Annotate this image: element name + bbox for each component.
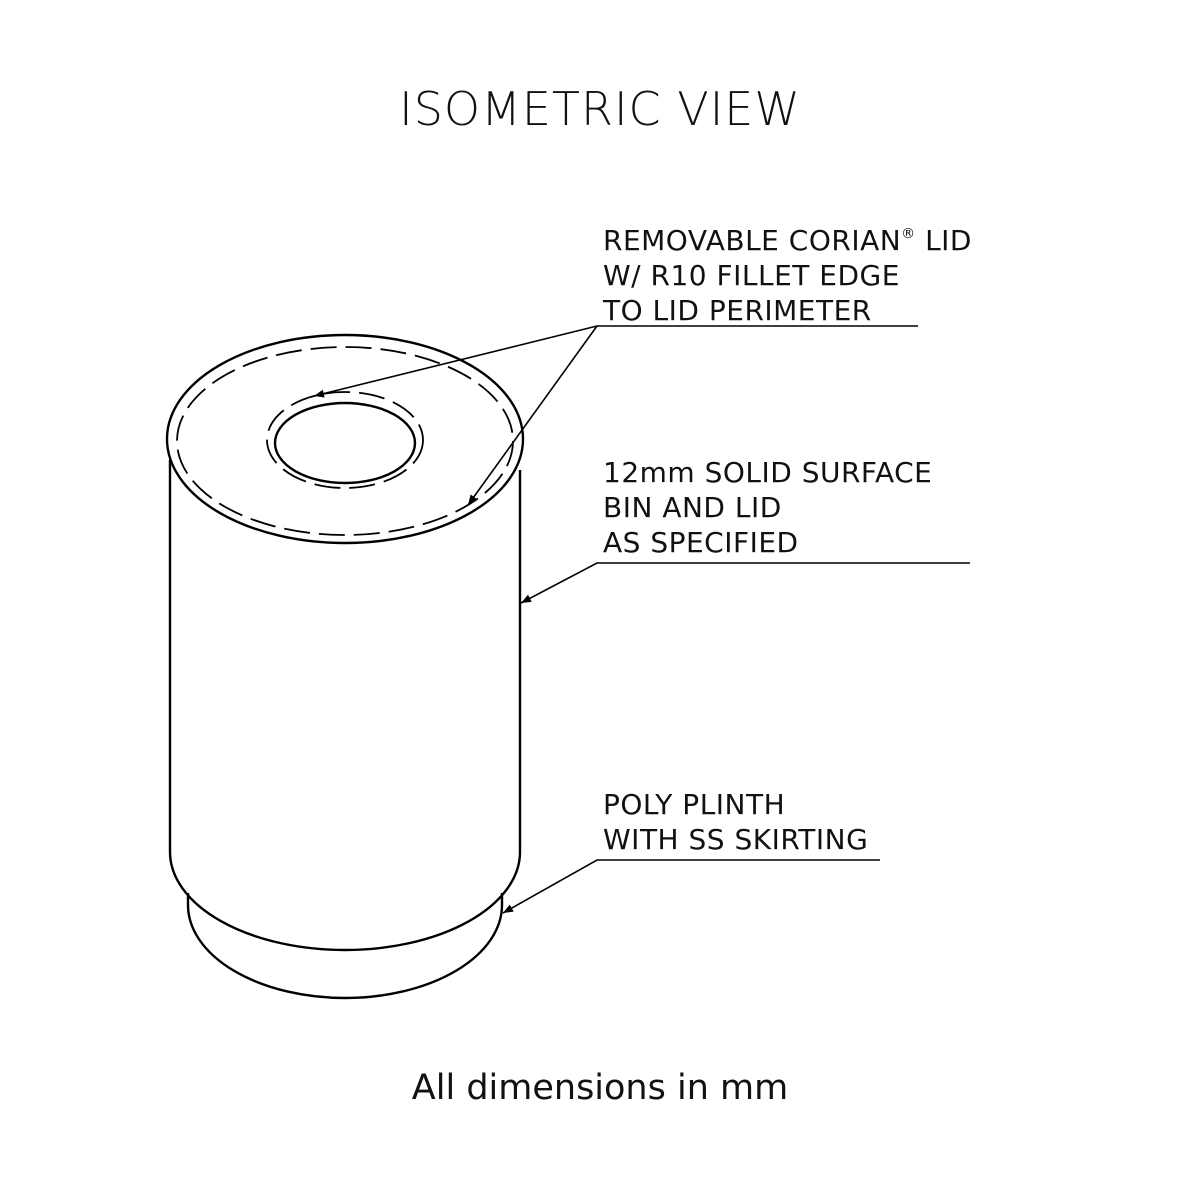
note-line: REMOVABLE CORIAN — [603, 224, 902, 257]
leader-lid-edge — [467, 325, 598, 506]
lid-fillet-edge — [176, 346, 514, 536]
registered-mark: ® — [901, 226, 916, 242]
lid-hole — [273, 401, 417, 485]
note-plinth: POLY PLINTH WITH SS SKIRTING — [603, 787, 868, 857]
lid-hole-fillet — [266, 391, 424, 489]
note-line: BIN AND LID — [603, 491, 782, 524]
note-line: W/ R10 FILLET EDGE — [603, 259, 900, 292]
dimensions-note: All dimensions in mm — [411, 1068, 789, 1108]
bin-body — [168, 460, 522, 952]
lid-top — [165, 333, 525, 545]
leader-lid — [313, 325, 918, 398]
leader-surface — [520, 562, 970, 604]
note-surface: 12mm SOLID SURFACE BIN AND LID AS SPECIF… — [603, 455, 932, 560]
leaders — [313, 325, 970, 914]
note-line: TO LID PERIMETER — [603, 294, 872, 327]
note-line: WITH SS SKIRTING — [603, 823, 869, 856]
note-line: POLY PLINTH — [603, 788, 786, 821]
note-line: 12mm SOLID SURFACE — [603, 456, 933, 489]
leader-plinth — [502, 859, 880, 914]
drawing-title: ISOMETRIC VIEW — [399, 82, 801, 136]
plinth — [186, 893, 504, 1000]
note-lid: REMOVABLE CORIAN® LID W/ R10 FILLET EDGE… — [603, 217, 972, 328]
note-line-tail: LID — [915, 224, 972, 257]
note-line: AS SPECIFIED — [603, 526, 799, 559]
